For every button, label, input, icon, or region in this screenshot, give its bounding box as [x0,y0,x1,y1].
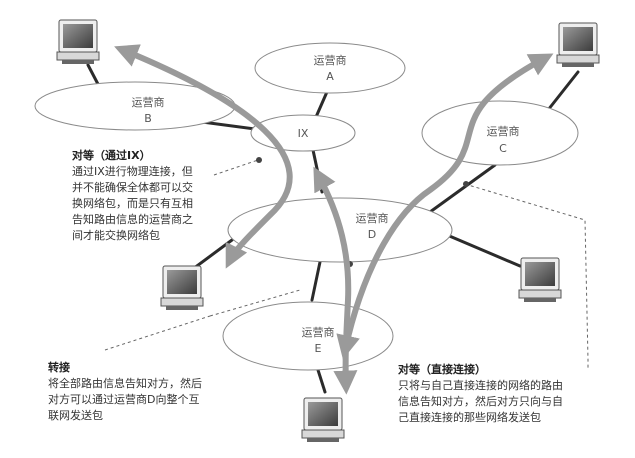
annotation-line: 将全部路由信息告知对方，然后 [48,377,202,390]
annotation-line: 间才能交换网络包 [72,229,160,242]
annotation-line: 告知路由信息的运营商之 [72,213,193,226]
computer-monitor-icon [56,19,100,65]
computer-monitor-icon [301,397,345,443]
annotation-line: 通过IX进行物理连接，但 [72,165,193,178]
arrow-direct-route [336,53,554,360]
annotation-line: 联网发送包 [48,409,103,422]
arrow-transit-route [114,44,293,269]
isp-e-name: 运营商 [302,325,335,339]
isp-a-ellipse [254,42,406,94]
isp-d-letter: D [368,228,376,241]
computer-monitor-icon [160,265,204,311]
route-arrows [114,44,554,395]
annotation-peering-direct: 对等（直接连接） 只将与自己直接连接的网络的路由 信息告知对方，然后对方只向与自… [398,362,563,426]
isp-b-name: 运营商 [132,95,165,109]
leader-transit [104,315,211,351]
annotation-line: 信息告知对方，然后对方只向与自 [398,395,563,408]
link-e-pcbottom [316,368,327,394]
annotation-line: 己直接连接的那些网络发送包 [398,411,541,424]
annotation-line: 只将与自己直接连接的网络的路由 [398,379,563,392]
isp-a-name: 运营商 [314,53,347,67]
leader-peering-ix [213,159,259,176]
isp-a-letter: A [326,70,334,83]
link-d-e [310,260,322,302]
link-d-pcright [438,230,522,268]
leader-transit-2 [209,289,301,317]
computer-monitor-icon [556,22,600,68]
annotation-line: 换网络包，而是只有互相 [72,197,193,210]
isp-e-letter: E [315,342,322,355]
isp-c-letter: C [499,142,507,155]
ix-label: IX [298,127,309,140]
annotation-line: 并不能确保全体都可以交 [72,181,193,194]
annotation-transit: 转接 将全部路由信息告知对方，然后 对方可以通过运营商D向整个互 联网发送包 [48,360,202,424]
isp-b-letter: B [144,112,152,125]
annotation-line: 对方可以通过运营商D向整个互 [48,393,200,406]
isp-c-name: 运营商 [487,124,520,138]
isp-d-name: 运营商 [356,211,389,225]
annotation-title: 对等（直接连接） [398,363,486,376]
computer-monitor-icon [518,257,562,303]
annotation-title: 对等（通过IX） [72,149,151,162]
annotation-peering-ix: 对等（通过IX） 通过IX进行物理连接，但 并不能确保全体都可以交 换网络包，而… [72,148,193,244]
link-pc-tr [546,70,580,112]
link-c-d [428,163,497,214]
annotation-title: 转接 [48,361,70,374]
